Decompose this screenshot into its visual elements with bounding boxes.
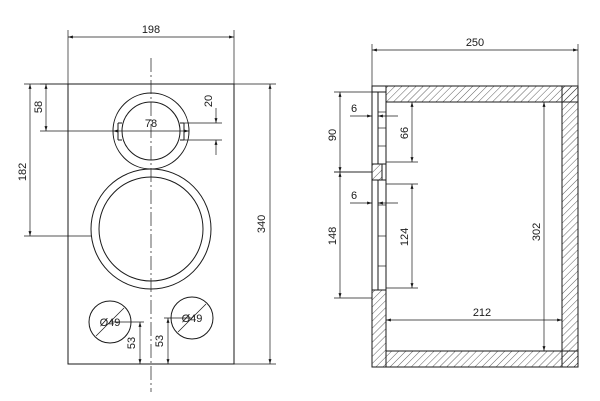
dim-height: 340	[256, 215, 268, 233]
wall-front-lower	[371, 289, 387, 368]
dim-depth: 250	[466, 37, 484, 49]
dim-tweeter-width: 78	[145, 118, 157, 130]
woofer-cutout	[90, 168, 212, 290]
wall-top	[385, 85, 579, 103]
dim-woofer-recess: 6	[351, 190, 357, 202]
dim-port-right-height: 53	[154, 335, 166, 347]
wall-bottom	[385, 350, 579, 368]
front-view: 198 340 58 182 78 20 Ø49 Ø49 53	[17, 24, 276, 392]
dim-port-right-diameter: Ø49	[182, 313, 203, 325]
wall-back	[561, 85, 579, 368]
dim-tweeter-recess: 6	[351, 103, 357, 115]
dim-tweeter-cutout-height: 90	[327, 129, 339, 141]
dim-tweeter-offset: 58	[33, 101, 45, 113]
dim-port-left-diameter: Ø49	[100, 317, 121, 329]
dim-woofer-opening: 124	[399, 228, 411, 246]
dim-port-left-height: 53	[126, 337, 138, 349]
dim-woofer-offset: 182	[17, 163, 29, 181]
dim-inner-depth: 212	[473, 307, 491, 319]
dim-woofer-cutout-height: 148	[327, 227, 339, 245]
wall-front-mid	[371, 163, 383, 181]
baffle-cutouts	[371, 86, 387, 367]
dim-width: 198	[142, 24, 160, 36]
dim-tweeter-flange: 20	[203, 95, 215, 107]
dim-inner-height: 302	[531, 223, 543, 241]
dim-tweeter-opening: 66	[399, 127, 411, 139]
side-view: 250 90 6 66 148 6 124 302 212	[327, 37, 579, 368]
